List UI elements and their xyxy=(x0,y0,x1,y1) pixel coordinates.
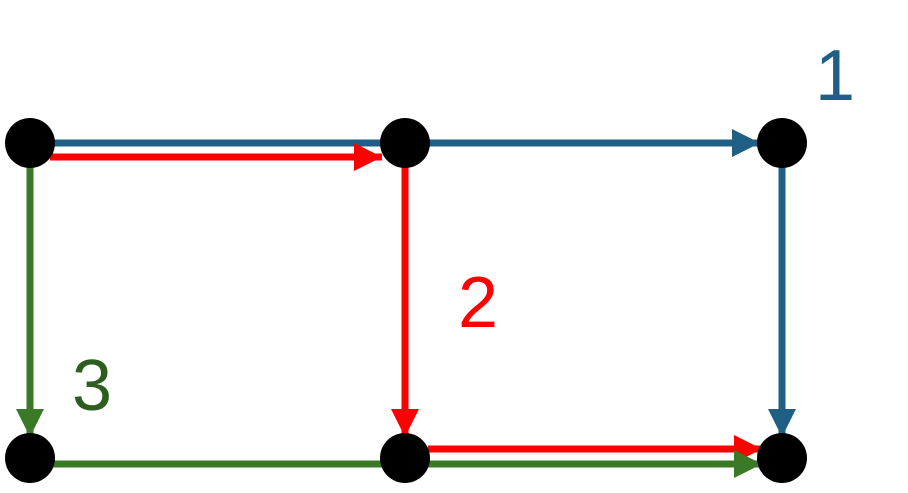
path-1-label: 1 xyxy=(815,36,855,116)
node-bottom-left xyxy=(5,433,55,483)
node-top-left xyxy=(5,118,55,168)
path-3-label: 3 xyxy=(72,346,112,426)
node-top-middle xyxy=(380,118,430,168)
node-bottom-right xyxy=(757,433,807,483)
node-bottom-middle xyxy=(380,433,430,483)
path-2 xyxy=(50,143,762,463)
path-3 xyxy=(15,165,762,478)
node-top-right xyxy=(757,118,807,168)
nodes xyxy=(5,118,807,483)
path-2-label: 2 xyxy=(458,263,498,343)
